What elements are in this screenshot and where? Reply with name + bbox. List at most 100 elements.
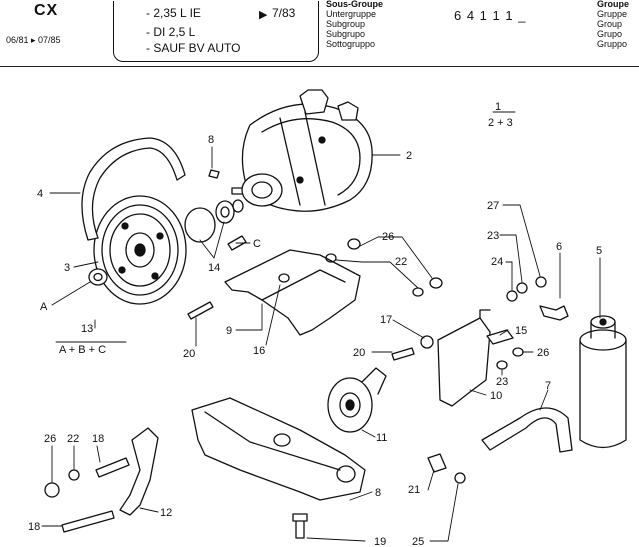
callout-13: 13 [81, 323, 93, 335]
callout-10: 10 [490, 390, 502, 402]
nut-25-drawing [454, 472, 466, 484]
subgroup-label-fr: Sous-Groupe [326, 0, 384, 9]
hose-drawing [81, 137, 186, 241]
variant-2: - DI 2,5 L [146, 25, 196, 39]
callout-17: 17 [380, 314, 392, 326]
callout-12: 12 [160, 507, 172, 519]
callout-14: 14 [208, 262, 220, 274]
washer-24-drawing [506, 290, 518, 302]
callout-21: 21 [408, 484, 420, 496]
callout-labels: 1 2 + 3 2 3 4 5 6 7 8 8 9 10 11 12 13 A … [28, 101, 602, 547]
callout-3: 3 [64, 262, 70, 274]
callout-8-bottom: 8 [375, 487, 381, 499]
upper-bracket-edge [261, 269, 346, 301]
callout-18-top: 18 [92, 433, 104, 445]
from-arrow-icon: ▶ [259, 9, 268, 21]
callout-20-left: 20 [183, 348, 195, 360]
header-rule [0, 66, 639, 67]
callout-26-upper: 26 [382, 231, 394, 243]
callout-5: 5 [596, 245, 602, 257]
washer-23-drawing [496, 360, 508, 370]
callout-26-lower: 26 [44, 433, 56, 445]
subgroup-label-de: Untergruppe [326, 9, 377, 19]
subgroup-number: 6 4 1 1 1 _ [454, 8, 527, 23]
callout-19: 19 [374, 536, 386, 547]
date-range: 06/81 ▸ 07/85 [6, 35, 61, 45]
leader-lines [41, 111, 601, 542]
model-code: CX [34, 2, 59, 19]
key-drawing [208, 169, 220, 179]
variant-1: - 2,35 L IE [146, 6, 201, 20]
pressure-switch-drawing [539, 305, 569, 321]
callout-7: 7 [545, 380, 551, 392]
bolt-19-head [292, 513, 308, 522]
lower-bracket-edge [204, 411, 341, 471]
nut-27-drawing [535, 276, 547, 288]
callout-24: 24 [491, 256, 503, 268]
washer-22b-drawing [412, 287, 424, 297]
callout-25: 25 [412, 536, 424, 547]
bracket-10-tab [479, 309, 491, 319]
nut-26b-drawing [429, 277, 443, 289]
group-label-de: Gruppe [597, 9, 628, 19]
tensioner-pulley-drawing [327, 367, 387, 433]
callout-9: 9 [226, 325, 232, 337]
clutch-pulley-drawing [93, 195, 187, 305]
washer-22-drawing [325, 253, 337, 263]
callout-11: 11 [376, 432, 387, 444]
callout-27: 27 [487, 200, 499, 212]
lower-bracket-boss [336, 465, 356, 483]
washer-22c-drawing [68, 469, 80, 481]
receiver-drier-drawing [579, 315, 627, 449]
nut-26c-drawing [512, 347, 524, 357]
callout-4: 4 [37, 188, 43, 200]
upper-bracket-drawing [224, 249, 361, 336]
group-label-fr: Groupe [597, 0, 630, 9]
group-label-en: Group [597, 19, 623, 29]
callout-c: C [253, 238, 261, 250]
callout-23-upper: 23 [487, 230, 499, 242]
formula-2-3: 2 + 3 [488, 117, 513, 129]
subgroup-label-it: Sottogruppo [326, 39, 376, 49]
callout-6: 6 [556, 241, 562, 253]
callout-22-upper: 22 [395, 256, 407, 268]
from-date: 7/83 [272, 6, 296, 20]
lower-bracket-hole [273, 433, 291, 447]
bolt-19-drawing [295, 519, 305, 539]
callout-2: 2 [406, 150, 412, 162]
group-label-es: Grupo [597, 29, 623, 39]
snap-ring-drawing [184, 199, 244, 243]
callout-23-lower: 23 [496, 376, 508, 388]
bolt-20b-drawing [391, 347, 415, 361]
compressor-drawing [231, 89, 373, 212]
callout-20-right: 20 [353, 347, 365, 359]
nut-26-drawing [347, 238, 361, 250]
subgroup-label-es: Subgrupo [326, 29, 366, 39]
callout-16: 16 [253, 345, 265, 357]
formula-a-b-c: A + B + C [59, 344, 106, 356]
lower-bracket-drawing [191, 397, 366, 501]
callout-18-bottom: 18 [28, 521, 40, 533]
stud-18-drawing [95, 457, 130, 478]
callout-22-lower: 22 [67, 433, 79, 445]
nut-26d-drawing [44, 482, 60, 498]
clip-15-drawing [486, 329, 514, 345]
washer-17-drawing [420, 335, 434, 349]
callout-26-right: 26 [537, 347, 549, 359]
subgroup-label-en: Subgroup [326, 19, 366, 29]
plate-12-drawing [119, 427, 159, 516]
callout-a: A [40, 301, 48, 313]
callout-15: 15 [515, 325, 527, 337]
bracket-hole [278, 273, 290, 283]
bolt-21-drawing [427, 453, 447, 473]
callout-1: 1 [495, 101, 501, 113]
group-label-it: Gruppo [597, 39, 628, 49]
clamp-7-drawing [481, 407, 573, 453]
variant-3: - SAUF BV AUTO [146, 41, 241, 55]
callout-8-top: 8 [208, 134, 214, 146]
bracket-10-drawing [437, 317, 491, 407]
nut-a-drawing [88, 268, 108, 286]
bolt-20-drawing [187, 301, 214, 320]
catalog-header: CX 06/81 ▸ 07/85 - 2,35 L IE - DI 2,5 L … [0, 0, 639, 64]
